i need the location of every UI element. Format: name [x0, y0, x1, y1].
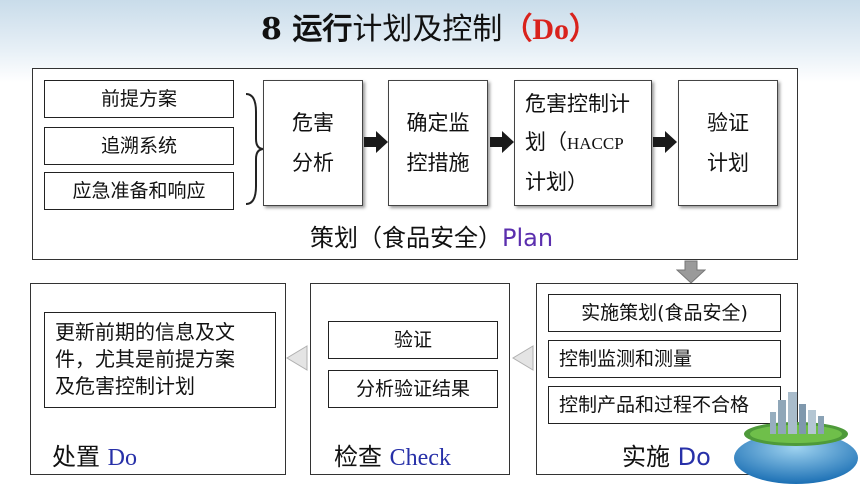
arrow-left-icon	[512, 345, 534, 371]
title-bold: 运行	[292, 12, 353, 47]
step-monitoring: 确定监控措施	[388, 80, 488, 206]
page-title: 8 运行计划及控制（Do）	[0, 8, 860, 52]
plan-label: 策划（食品安全）Plan	[310, 224, 554, 252]
plan-item-prerequisite: 前提方案	[44, 80, 234, 118]
do-item-implement: 实施策划(食品安全)	[548, 294, 781, 332]
plan-item-emergency: 应急准备和响应	[44, 172, 234, 210]
title-number: 8	[261, 12, 282, 47]
globe-city-icon	[734, 392, 858, 484]
title-lparen: （	[502, 12, 533, 47]
step-verification-plan: 验证计划	[678, 80, 778, 206]
title-light: 计划及控制	[352, 12, 503, 47]
check-item-analyze: 分析验证结果	[328, 370, 498, 408]
arrow-right-icon	[364, 131, 388, 153]
act-label: 处置 Do	[52, 443, 137, 471]
do-item-nonconformity: 控制产品和过程不合格	[548, 386, 781, 424]
title-do: Do	[532, 13, 569, 46]
do-item-monitoring: 控制监测和测量	[548, 340, 781, 378]
title-rparen: ）	[569, 12, 599, 47]
step-hazard-analysis: 危害分析	[263, 80, 363, 206]
check-item-verify: 验证	[328, 321, 498, 359]
plan-item-traceability: 追溯系统	[44, 127, 234, 165]
check-label: 检查 Check	[334, 443, 451, 471]
do-label: 实施 Do	[622, 443, 711, 471]
step-haccp-plan: 危害控制计 划（HACCP 计划）	[514, 80, 652, 206]
arrow-left-icon	[286, 345, 308, 371]
arrow-down-icon	[676, 260, 706, 284]
arrow-right-icon	[653, 131, 677, 153]
arrow-right-icon	[490, 131, 514, 153]
act-update-box: 更新前期的信息及文 件，尤其是前提方案 及危害控制计划	[44, 312, 276, 408]
